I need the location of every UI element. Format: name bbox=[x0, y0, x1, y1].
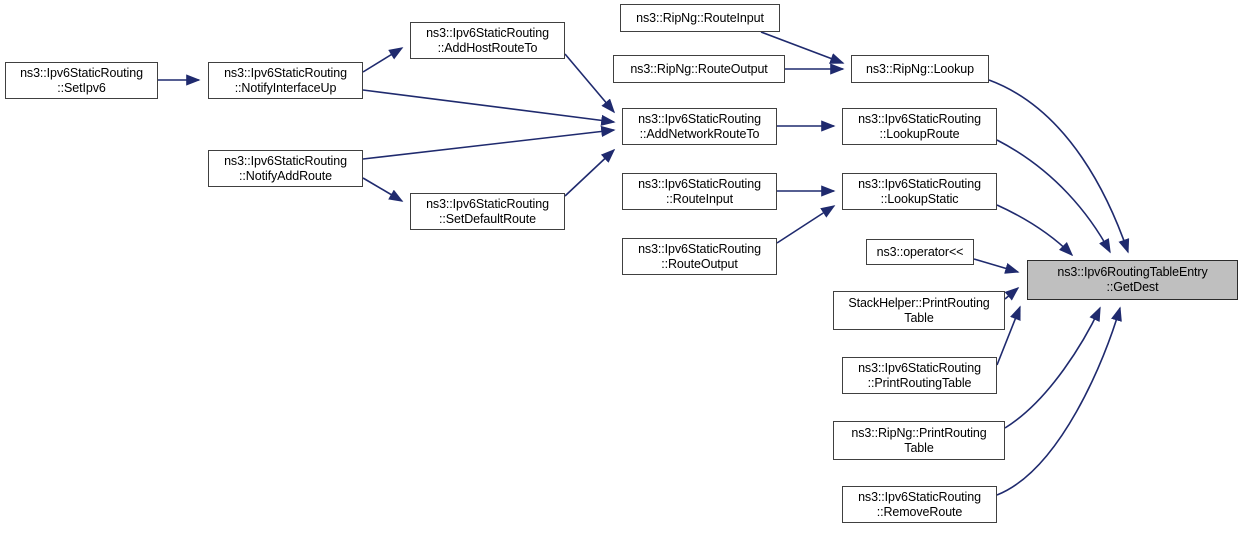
graph-node-label: ns3::operator<< bbox=[876, 244, 964, 259]
graph-node-setipv6[interactable]: ns3::Ipv6StaticRouting ::SetIpv6 bbox=[5, 62, 158, 99]
edges bbox=[158, 31, 1130, 496]
graph-node-label: ns3::Ipv6StaticRouting ::AddHostRouteTo bbox=[426, 25, 549, 55]
graph-node-addnetrouteto[interactable]: ns3::Ipv6StaticRouting ::AddNetworkRoute… bbox=[622, 108, 777, 145]
graph-node-ripnglookup[interactable]: ns3::RipNg::Lookup bbox=[851, 55, 989, 83]
edge-operatorshift-to-getdest bbox=[973, 258, 1020, 274]
graph-node-label: ns3::Ipv6StaticRouting ::SetIpv6 bbox=[20, 65, 143, 95]
graph-node-label: ns3::RipNg::Lookup bbox=[866, 61, 974, 76]
edge-setdefaultroute-to-addnetrouteto bbox=[564, 148, 616, 197]
edge-notifyaddroute-to-setdefaultroute bbox=[362, 177, 404, 202]
graph-node-staticrouteoutput[interactable]: ns3::Ipv6StaticRouting ::RouteOutput bbox=[622, 238, 777, 275]
graph-node-ripngrouteoutput[interactable]: ns3::RipNg::RouteOutput bbox=[613, 55, 785, 83]
graph-node-label: ns3::Ipv6StaticRouting ::SetDefaultRoute bbox=[426, 196, 549, 226]
graph-node-ripngprt[interactable]: ns3::RipNg::PrintRouting Table bbox=[833, 421, 1005, 460]
graph-node-label: ns3::Ipv6StaticRouting ::LookupStatic bbox=[858, 176, 981, 206]
graph-node-label: ns3::Ipv6StaticRouting ::RouteInput bbox=[638, 176, 761, 206]
graph-node-label: ns3::Ipv6StaticRouting ::NotifyAddRoute bbox=[224, 153, 347, 183]
edge-lookuproute-to-getdest bbox=[996, 139, 1111, 254]
graph-node-operatorshift[interactable]: ns3::operator<< bbox=[866, 239, 974, 265]
graph-node-label: ns3::Ipv6StaticRouting ::AddNetworkRoute… bbox=[638, 111, 761, 141]
graph-node-staticrouteinput[interactable]: ns3::Ipv6StaticRouting ::RouteInput bbox=[622, 173, 777, 210]
graph-node-staticprt[interactable]: ns3::Ipv6StaticRouting ::PrintRoutingTab… bbox=[842, 357, 997, 394]
graph-node-ripngrouteinput[interactable]: ns3::RipNg::RouteInput bbox=[620, 4, 780, 32]
graph-node-removeroute[interactable]: ns3::Ipv6StaticRouting ::RemoveRoute bbox=[842, 486, 997, 523]
graph-node-lookupstatic[interactable]: ns3::Ipv6StaticRouting ::LookupStatic bbox=[842, 173, 997, 210]
edge-ripngrouteinput-to-ripnglookup bbox=[760, 31, 845, 64]
graph-node-label: ns3::Ipv6StaticRouting ::RemoveRoute bbox=[858, 489, 981, 519]
edge-removeroute-to-getdest bbox=[996, 306, 1122, 496]
graph-node-setdefaultroute[interactable]: ns3::Ipv6StaticRouting ::SetDefaultRoute bbox=[410, 193, 565, 230]
graph-node-label: ns3::Ipv6RoutingTableEntry ::GetDest bbox=[1057, 265, 1208, 294]
graph-node-notifyifup[interactable]: ns3::Ipv6StaticRouting ::NotifyInterface… bbox=[208, 62, 363, 99]
graph-node-label: ns3::RipNg::PrintRouting Table bbox=[851, 425, 987, 455]
graph-node-notifyaddroute[interactable]: ns3::Ipv6StaticRouting ::NotifyAddRoute bbox=[208, 150, 363, 187]
graph-node-label: ns3::Ipv6StaticRouting ::LookupRoute bbox=[858, 111, 981, 141]
edge-notifyaddroute-to-addnetrouteto bbox=[362, 125, 616, 160]
edge-staticrouteoutput-to-lookupstatic bbox=[776, 205, 836, 244]
graph-node-getdest[interactable]: ns3::Ipv6RoutingTableEntry ::GetDest bbox=[1027, 260, 1238, 300]
graph-node-label: StackHelper::PrintRouting Table bbox=[848, 295, 990, 325]
edge-staticprt-to-getdest bbox=[996, 305, 1021, 366]
edge-notifyifup-to-addnetrouteto bbox=[362, 89, 616, 126]
edge-ripnglookup-to-getdest bbox=[988, 79, 1130, 254]
graph-node-addhostrouteto[interactable]: ns3::Ipv6StaticRouting ::AddHostRouteTo bbox=[410, 22, 565, 59]
graph-node-label: ns3::Ipv6StaticRouting ::PrintRoutingTab… bbox=[858, 360, 981, 390]
graph-node-label: ns3::Ipv6StaticRouting ::NotifyInterface… bbox=[224, 65, 347, 95]
edge-addhostrouteto-to-addnetrouteto bbox=[564, 53, 616, 114]
edge-lookupstatic-to-getdest bbox=[996, 204, 1074, 257]
edge-ripngprt-to-getdest bbox=[1004, 306, 1101, 429]
graph-node-label: ns3::RipNg::RouteInput bbox=[636, 10, 764, 25]
graph-node-stackhelperprt[interactable]: StackHelper::PrintRouting Table bbox=[833, 291, 1005, 330]
graph-node-label: ns3::RipNg::RouteOutput bbox=[630, 61, 768, 76]
edge-notifyifup-to-addhostrouteto bbox=[362, 47, 404, 73]
edge-stackhelperprt-to-getdest bbox=[1004, 286, 1020, 301]
graph-node-label: ns3::Ipv6StaticRouting ::RouteOutput bbox=[638, 241, 761, 271]
graph-node-lookuproute[interactable]: ns3::Ipv6StaticRouting ::LookupRoute bbox=[842, 108, 997, 145]
